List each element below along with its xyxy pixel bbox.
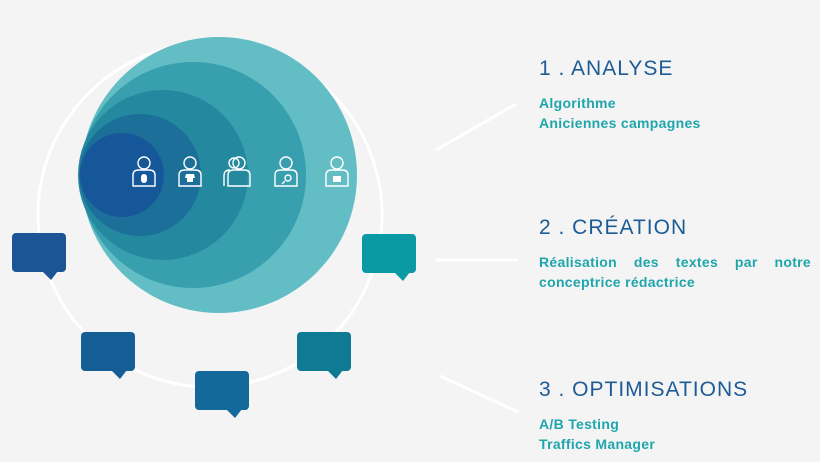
- step-analyse: 1 . ANALYSE Algorithme Aniciennes campag…: [539, 57, 811, 133]
- step-creation: 2 . CRÉATION Réalisation des textes par …: [539, 216, 811, 292]
- user-card-icon: [325, 156, 349, 187]
- step-detail: Réalisation des textes par notre: [539, 254, 811, 270]
- step-title: 2 . CRÉATION: [539, 216, 688, 239]
- speech-bubble-4: [297, 332, 351, 379]
- speech-bubble-1: [12, 233, 66, 280]
- speech-bubble-3: [195, 371, 249, 418]
- step-optimisations: 3 . OPTIMISATIONS A/B Testing Traffics M…: [539, 378, 811, 454]
- user-shirt-icon: [178, 156, 202, 187]
- user-group-icon: [223, 156, 251, 187]
- connector-line-analyse: [435, 102, 517, 152]
- user-search-icon: [274, 156, 298, 187]
- user-mouse-icon: [132, 156, 156, 187]
- speech-bubble-2: [81, 332, 135, 379]
- speech-bubble-5: [362, 234, 416, 281]
- ring-1: [80, 133, 164, 217]
- step-detail: A/B Testing: [539, 416, 620, 432]
- step-detail: conceptrice rédactrice: [539, 274, 696, 290]
- step-title: 3 . OPTIMISATIONS: [539, 378, 749, 401]
- step-title: 1 . ANALYSE: [539, 57, 674, 80]
- connector-line-optimisations: [439, 374, 519, 414]
- step-detail: Algorithme: [539, 95, 616, 111]
- step-detail: Aniciennes campagnes: [539, 115, 701, 131]
- step-detail: Traffics Manager: [539, 436, 656, 452]
